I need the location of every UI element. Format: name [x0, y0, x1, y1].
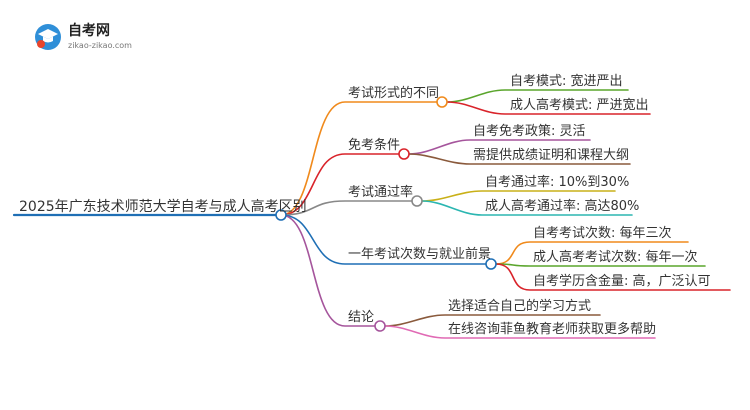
branch-pass-rate: 考试通过率	[348, 185, 414, 200]
branch-2-connector	[280, 153, 400, 216]
leaf-consult-teacher: 在线咨询菲鱼教育老师获取更多帮助	[448, 322, 657, 337]
branch-4-node[interactable]	[485, 258, 497, 270]
branch-exemption: 免考条件	[348, 138, 401, 153]
branch-2-leaf-1-connector	[408, 139, 591, 155]
leaf-self-study-mode: 自考模式: 宽进严出	[510, 74, 623, 89]
logo-title: 自考网	[68, 23, 110, 39]
branch-2-leaf-2-connector	[408, 153, 631, 165]
branch-1-node[interactable]	[436, 96, 448, 108]
leaf-exemption-policy: 自考免考政策: 灵活	[473, 124, 586, 139]
branch-3-connector	[280, 200, 413, 216]
branch-1-leaf-2-connector	[446, 101, 651, 115]
leaf-exemption-proof: 需提供成绩证明和课程大纲	[473, 148, 630, 163]
branch-5-connector	[280, 214, 376, 327]
branch-5-leaf-1-connector	[384, 314, 601, 327]
leaf-adult-pass-rate: 成人高考通过率: 高达80%	[485, 199, 640, 214]
branch-2-node[interactable]	[398, 148, 410, 160]
branch-1-leaf-1-connector	[446, 89, 629, 103]
root-topic: 2025年广东技术师范大学自考与成人高考区别	[19, 199, 307, 215]
site-logo[interactable]: 自考网 zikao-zikao.com	[32, 18, 142, 58]
graduation-cap-icon	[35, 24, 61, 50]
leaf-self-exam-times: 自考考试次数: 每年三次	[533, 226, 672, 241]
leaf-adult-exam-mode: 成人高考模式: 严进宽出	[510, 98, 649, 113]
leaf-degree-value: 自考学历含金量: 高，广泛认可	[533, 274, 711, 289]
logo-subtitle: zikao-zikao.com	[68, 41, 132, 50]
branch-exam-format: 考试形式的不同	[348, 86, 440, 101]
root-node[interactable]	[275, 209, 287, 221]
branch-frequency-career: 一年考试次数与就业前景	[348, 247, 492, 262]
branch-4-leaf-1-connector	[495, 241, 689, 265]
leaf-self-pass-rate: 自考通过率: 10%到30%	[485, 175, 630, 190]
leaf-choose-method: 选择适合自己的学习方式	[448, 299, 592, 314]
branch-conclusion: 结论	[348, 310, 375, 325]
leaf-adult-exam-times: 成人高考考试次数: 每年一次	[533, 250, 698, 265]
branch-5-leaf-2-connector	[384, 325, 656, 339]
branch-3-leaf-1-connector	[421, 190, 616, 202]
branch-3-node[interactable]	[411, 195, 423, 207]
branch-4-connector	[280, 214, 487, 265]
branch-1-connector	[280, 101, 438, 216]
branch-5-node[interactable]	[374, 320, 386, 332]
branch-3-leaf-2-connector	[421, 200, 633, 216]
branch-4-leaf-3-connector	[495, 263, 731, 291]
